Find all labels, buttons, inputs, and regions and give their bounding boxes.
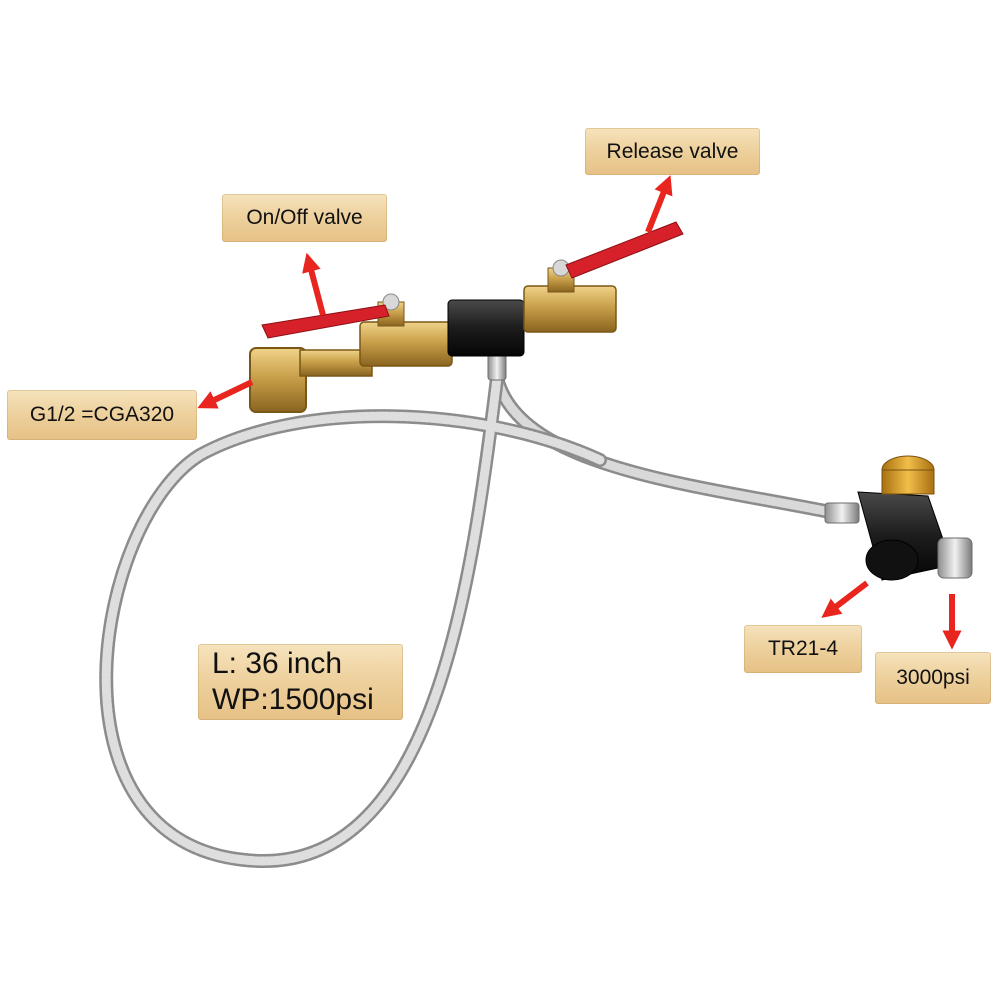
arrow-release bbox=[645, 175, 673, 234]
tr21-4-label: TR21-4 bbox=[744, 625, 862, 673]
arrow-on-off bbox=[302, 252, 326, 316]
g12-cga320-label: G1/2 =CGA320 bbox=[7, 390, 197, 440]
release-valve-handle bbox=[565, 221, 684, 279]
length-spec: L: 36 inch bbox=[212, 647, 343, 680]
arrow-tr21 bbox=[821, 580, 869, 618]
on-off-valve-label: On/Off valve bbox=[222, 194, 387, 242]
valve-assembly bbox=[249, 259, 617, 413]
arrows bbox=[197, 175, 962, 650]
tr21-4-adapter bbox=[824, 455, 973, 581]
braided-hose bbox=[99, 371, 852, 868]
working-pressure-spec: WP:1500psi bbox=[212, 683, 374, 716]
release-valve-label: Release valve bbox=[585, 128, 760, 175]
on-off-valve-handle bbox=[261, 304, 390, 339]
arrow-g12 bbox=[197, 379, 254, 409]
hose-spec-label: L: 36 inch WP:1500psi bbox=[198, 644, 403, 720]
pressure-3000psi-label: 3000psi bbox=[875, 652, 991, 704]
